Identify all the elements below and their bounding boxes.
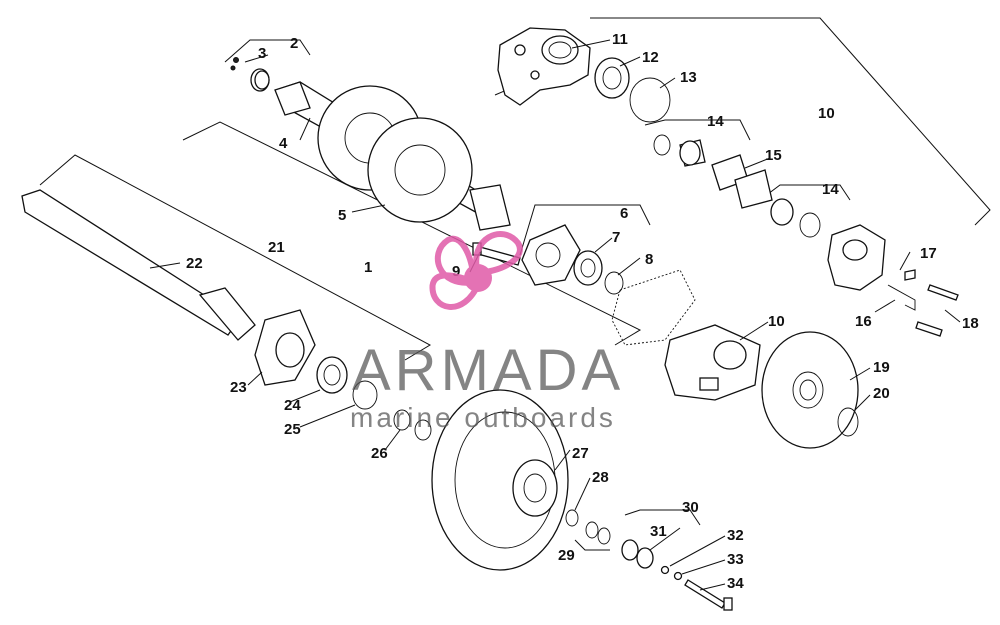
callout-9: 9 (452, 263, 460, 280)
bearing-housing-6 (521, 224, 624, 295)
drive-shaft-assembly (250, 68, 511, 231)
caliper-housing-upper (497, 27, 591, 106)
callout-34: 34 (727, 575, 744, 592)
callout-18: 18 (962, 315, 979, 332)
assembly-brackets (39, 17, 991, 551)
callout-10-upper: 10 (818, 105, 835, 122)
bearing-24 (316, 356, 348, 394)
callout-3: 3 (258, 45, 266, 62)
callout-6: 6 (620, 205, 628, 222)
callout-20: 20 (873, 385, 890, 402)
callout-15: 15 (765, 147, 782, 164)
armada-watermark: ARMADA marine outboards (350, 231, 624, 433)
callout-29: 29 (558, 547, 575, 564)
callout-24: 24 (284, 397, 301, 414)
callout-8: 8 (645, 251, 653, 268)
oring-13 (629, 77, 671, 123)
callout-numbers: 1 2 3 4 5 6 7 8 9 10 10 11 12 13 14 14 1… (186, 31, 979, 592)
brand-tagline: marine outboards (350, 402, 616, 433)
brake-disc-19 (761, 331, 859, 449)
callout-7: 7 (612, 229, 620, 246)
bearing-3 (230, 57, 270, 90)
callout-1: 1 (364, 259, 372, 276)
brand-name: ARMADA (352, 338, 624, 403)
propeller-logo-icon (429, 231, 523, 310)
spacer-14-lower (770, 198, 821, 238)
hardware-28-34 (565, 509, 733, 611)
snap-ring-20 (837, 407, 859, 437)
callout-4: 4 (279, 135, 288, 152)
caliper-housing-mid (664, 324, 761, 401)
oring-25 (352, 380, 378, 410)
callout-2: 2 (290, 35, 298, 52)
callout-25: 25 (284, 421, 301, 438)
callout-14-upper: 14 (707, 113, 724, 130)
callout-11: 11 (612, 31, 628, 48)
bearing-flange-23 (254, 309, 316, 386)
snap-rings-26 (393, 409, 432, 441)
callout-5: 5 (338, 207, 346, 224)
callout-31: 31 (650, 523, 667, 540)
callout-14-lower: 14 (822, 181, 839, 198)
brake-pads-15 (711, 154, 773, 209)
gasket (611, 269, 696, 346)
callout-12: 12 (642, 49, 659, 66)
callout-10-lower: 10 (768, 313, 785, 330)
driven-clutch-27 (431, 389, 569, 571)
callout-32: 32 (727, 527, 744, 544)
bearing-12 (594, 57, 630, 99)
spacer-14-upper (653, 134, 706, 167)
callout-19: 19 (873, 359, 890, 376)
bolts-17-18 (904, 269, 959, 337)
callout-26: 26 (371, 445, 388, 462)
callout-13: 13 (680, 69, 697, 86)
caliper-housing-lower (827, 224, 916, 311)
callout-22: 22 (186, 255, 203, 272)
callout-28: 28 (592, 469, 609, 486)
jackshaft (21, 189, 256, 341)
callout-16: 16 (855, 313, 872, 330)
callout-33: 33 (727, 551, 744, 568)
callout-30: 30 (682, 499, 699, 516)
callout-23: 23 (230, 379, 247, 396)
callout-27: 27 (572, 445, 589, 462)
callout-17: 17 (920, 245, 937, 262)
callout-21: 21 (268, 239, 285, 256)
